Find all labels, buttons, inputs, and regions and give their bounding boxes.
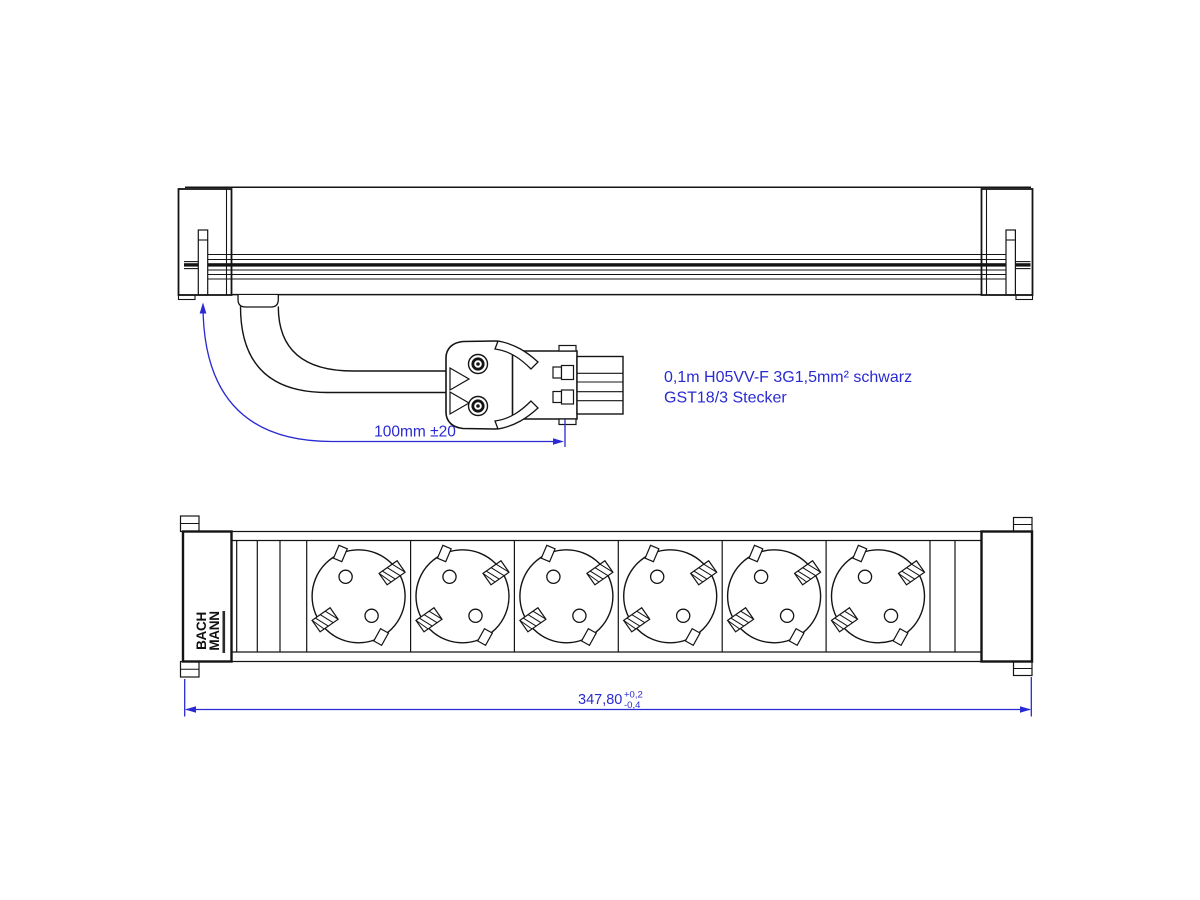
overall-width-value: 347,80 [578,692,622,708]
side-view-right-end-cap [980,188,1034,301]
gst18-connector [445,340,624,430]
clamp-screw-bottom [467,395,489,417]
clamp-screw-top [467,353,489,375]
schuko-socket-1 [311,544,406,647]
front-view-left-end-cap: BACH MANN [179,515,233,678]
connector-bottom-tab [558,418,577,426]
left-mounting-claw [197,229,209,296]
cable-length-dimension: 100mm ±20 [199,302,566,447]
connector-pins [552,364,575,405]
side-view: 100mm ±20 0,1m H05VV-F 3G1,5mm² schwarz … [177,186,1034,447]
front-view: BACH MANN 347,80 +0,2 -0,4 [179,515,1034,717]
bachmann-logo: BACH MANN [194,611,226,653]
right-foot [1015,294,1034,301]
logo-line2: MANN [207,611,222,650]
side-view-left-end-cap [177,188,233,301]
front-view-right-end-cap [980,516,1034,677]
schuko-socket-5 [726,544,822,647]
logo-line1: BACH [194,612,209,650]
cable-spec-note: 0,1m H05VV-F 3G1,5mm² schwarz GST18/3 St… [664,369,912,407]
schuko-socket-4 [622,544,718,647]
overall-width-tol-plus: +0,2 [624,690,643,701]
schuko-socket-3 [519,544,614,647]
clamp-arm-top [494,340,539,370]
connector-mating-end [576,355,624,415]
overall-width-dimension: 347,80 +0,2 -0,4 [184,677,1032,717]
arrowhead-right [1020,706,1031,713]
connector-top-tab [558,344,577,352]
cable-gland [237,295,279,308]
right-mounting-claw [1005,229,1016,296]
arrowhead-up [199,302,207,314]
blank-module-dividers [236,540,956,652]
cable-length-text: 100mm ±20 [374,424,456,441]
strip-profile [231,530,982,663]
power-cable [239,306,448,394]
cable-clamp-jaws [449,366,471,416]
cable-spec-line2: GST18/3 Stecker [664,390,787,407]
arrowhead-left [185,706,196,713]
schuko-socket-2 [415,544,510,647]
left-foot [177,294,196,301]
logo-microtext [222,611,226,653]
schuko-socket-6 [830,544,926,647]
mounting-rails [184,253,1031,280]
clamp-arm-bottom [494,400,539,430]
arrowhead-right [553,438,564,445]
socket-module-dividers [306,540,931,652]
overall-width-tol-minus: -0,4 [624,700,640,711]
cable-spec-line1: 0,1m H05VV-F 3G1,5mm² schwarz [664,369,912,386]
